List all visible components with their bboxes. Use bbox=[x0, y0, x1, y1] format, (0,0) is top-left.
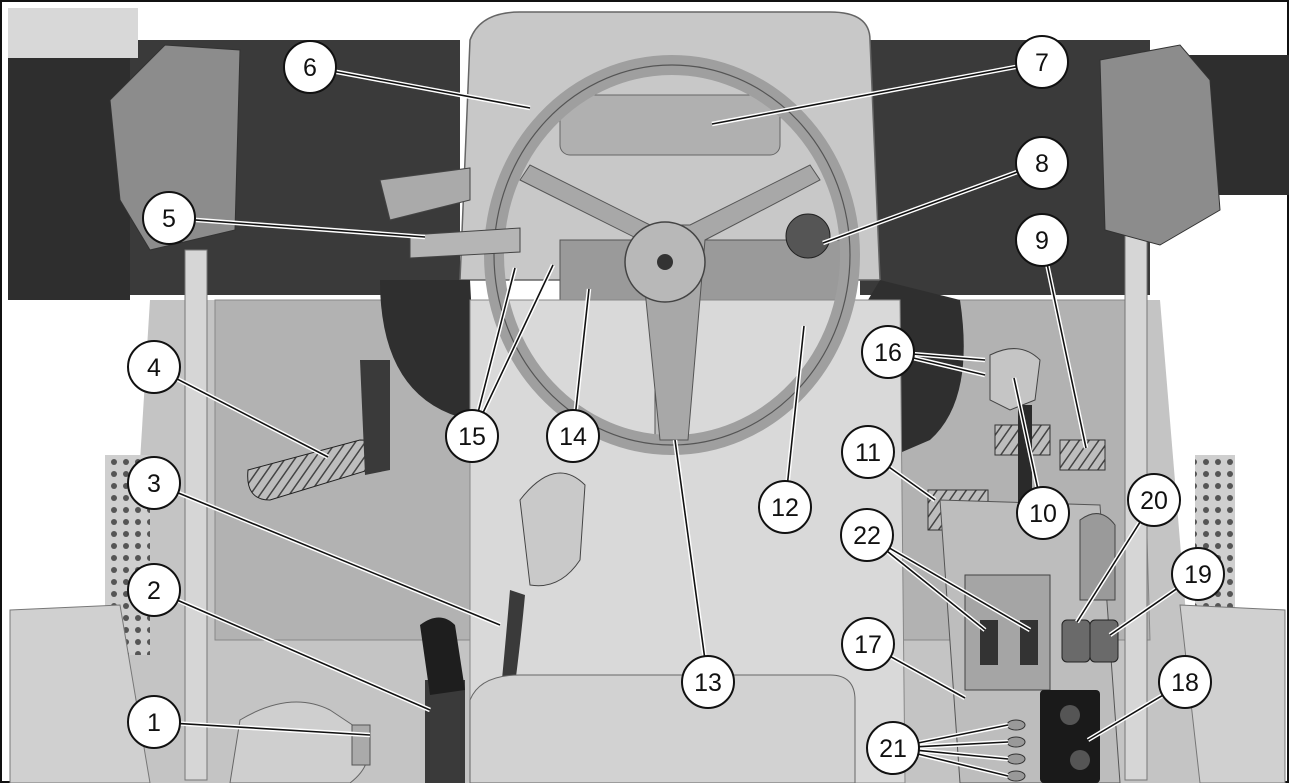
callout-17-number: 17 bbox=[854, 631, 882, 659]
callout-10-number: 10 bbox=[1029, 500, 1057, 528]
callout-13: 13 bbox=[682, 656, 734, 708]
callout-15: 15 bbox=[446, 410, 498, 462]
callout-16: 16 bbox=[862, 326, 914, 378]
callout-8: 8 bbox=[1016, 137, 1068, 189]
callout-20: 20 bbox=[1128, 474, 1180, 526]
bracket-post bbox=[352, 725, 370, 765]
right-pedal-b bbox=[1060, 440, 1105, 470]
callout-7: 7 bbox=[1016, 36, 1068, 88]
callout-2: 2 bbox=[128, 564, 180, 616]
callout-6: 6 bbox=[284, 41, 336, 93]
seat bbox=[470, 675, 855, 783]
callout-2-number: 2 bbox=[147, 577, 161, 605]
callout-14: 14 bbox=[547, 410, 599, 462]
indicator-4 bbox=[1007, 771, 1025, 781]
callout-4-number: 4 bbox=[147, 354, 161, 382]
left-pillar bbox=[185, 250, 207, 780]
callout-13-number: 13 bbox=[694, 669, 722, 697]
pedal-arm bbox=[360, 360, 390, 475]
callout-22: 22 bbox=[841, 509, 893, 561]
callout-19-number: 19 bbox=[1184, 561, 1212, 589]
callout-12-number: 12 bbox=[771, 494, 799, 522]
callout-11-number: 11 bbox=[855, 439, 881, 467]
callout-18: 18 bbox=[1159, 656, 1211, 708]
callout-15-number: 15 bbox=[458, 423, 486, 451]
indicator-1 bbox=[1007, 720, 1025, 730]
callout-10: 10 bbox=[1017, 487, 1069, 539]
right-door-handle bbox=[1100, 45, 1220, 245]
right-knob bbox=[786, 214, 830, 258]
callout-12: 12 bbox=[759, 481, 811, 533]
callout-5-number: 5 bbox=[162, 205, 176, 233]
callout-7-number: 7 bbox=[1035, 49, 1049, 77]
instrument-cluster bbox=[560, 95, 780, 155]
panel-knob-bottom bbox=[1070, 750, 1090, 770]
callout-4: 4 bbox=[128, 341, 180, 393]
callout-19: 19 bbox=[1172, 548, 1224, 600]
callout-1: 1 bbox=[128, 696, 180, 748]
callout-3-number: 3 bbox=[147, 470, 161, 498]
callout-3: 3 bbox=[128, 457, 180, 509]
steering-hub-center bbox=[657, 254, 673, 270]
hand-lever bbox=[425, 680, 465, 783]
callout-5: 5 bbox=[143, 192, 195, 244]
indicator-2 bbox=[1007, 737, 1025, 747]
indicator-3 bbox=[1007, 754, 1025, 764]
callout-8-number: 8 bbox=[1035, 150, 1049, 178]
callout-20-number: 20 bbox=[1140, 487, 1168, 515]
switch-19 bbox=[1090, 620, 1118, 662]
switch-20 bbox=[1062, 620, 1090, 662]
callout-22-number: 22 bbox=[853, 522, 881, 550]
callout-1-number: 1 bbox=[147, 709, 161, 737]
left-cab-wall bbox=[8, 55, 130, 300]
callout-21: 21 bbox=[867, 722, 919, 774]
top-left-wall bbox=[8, 8, 138, 58]
callout-21-number: 21 bbox=[879, 735, 907, 763]
callout-17: 17 bbox=[842, 618, 894, 670]
callout-6-number: 6 bbox=[303, 54, 317, 82]
callout-14-number: 14 bbox=[559, 423, 587, 451]
callout-9: 9 bbox=[1016, 214, 1068, 266]
panel-knob-top bbox=[1060, 705, 1080, 725]
callout-9-number: 9 bbox=[1035, 227, 1049, 255]
callout-18-number: 18 bbox=[1171, 669, 1199, 697]
callout-11: 11 bbox=[842, 426, 894, 478]
callout-16-number: 16 bbox=[874, 339, 902, 367]
